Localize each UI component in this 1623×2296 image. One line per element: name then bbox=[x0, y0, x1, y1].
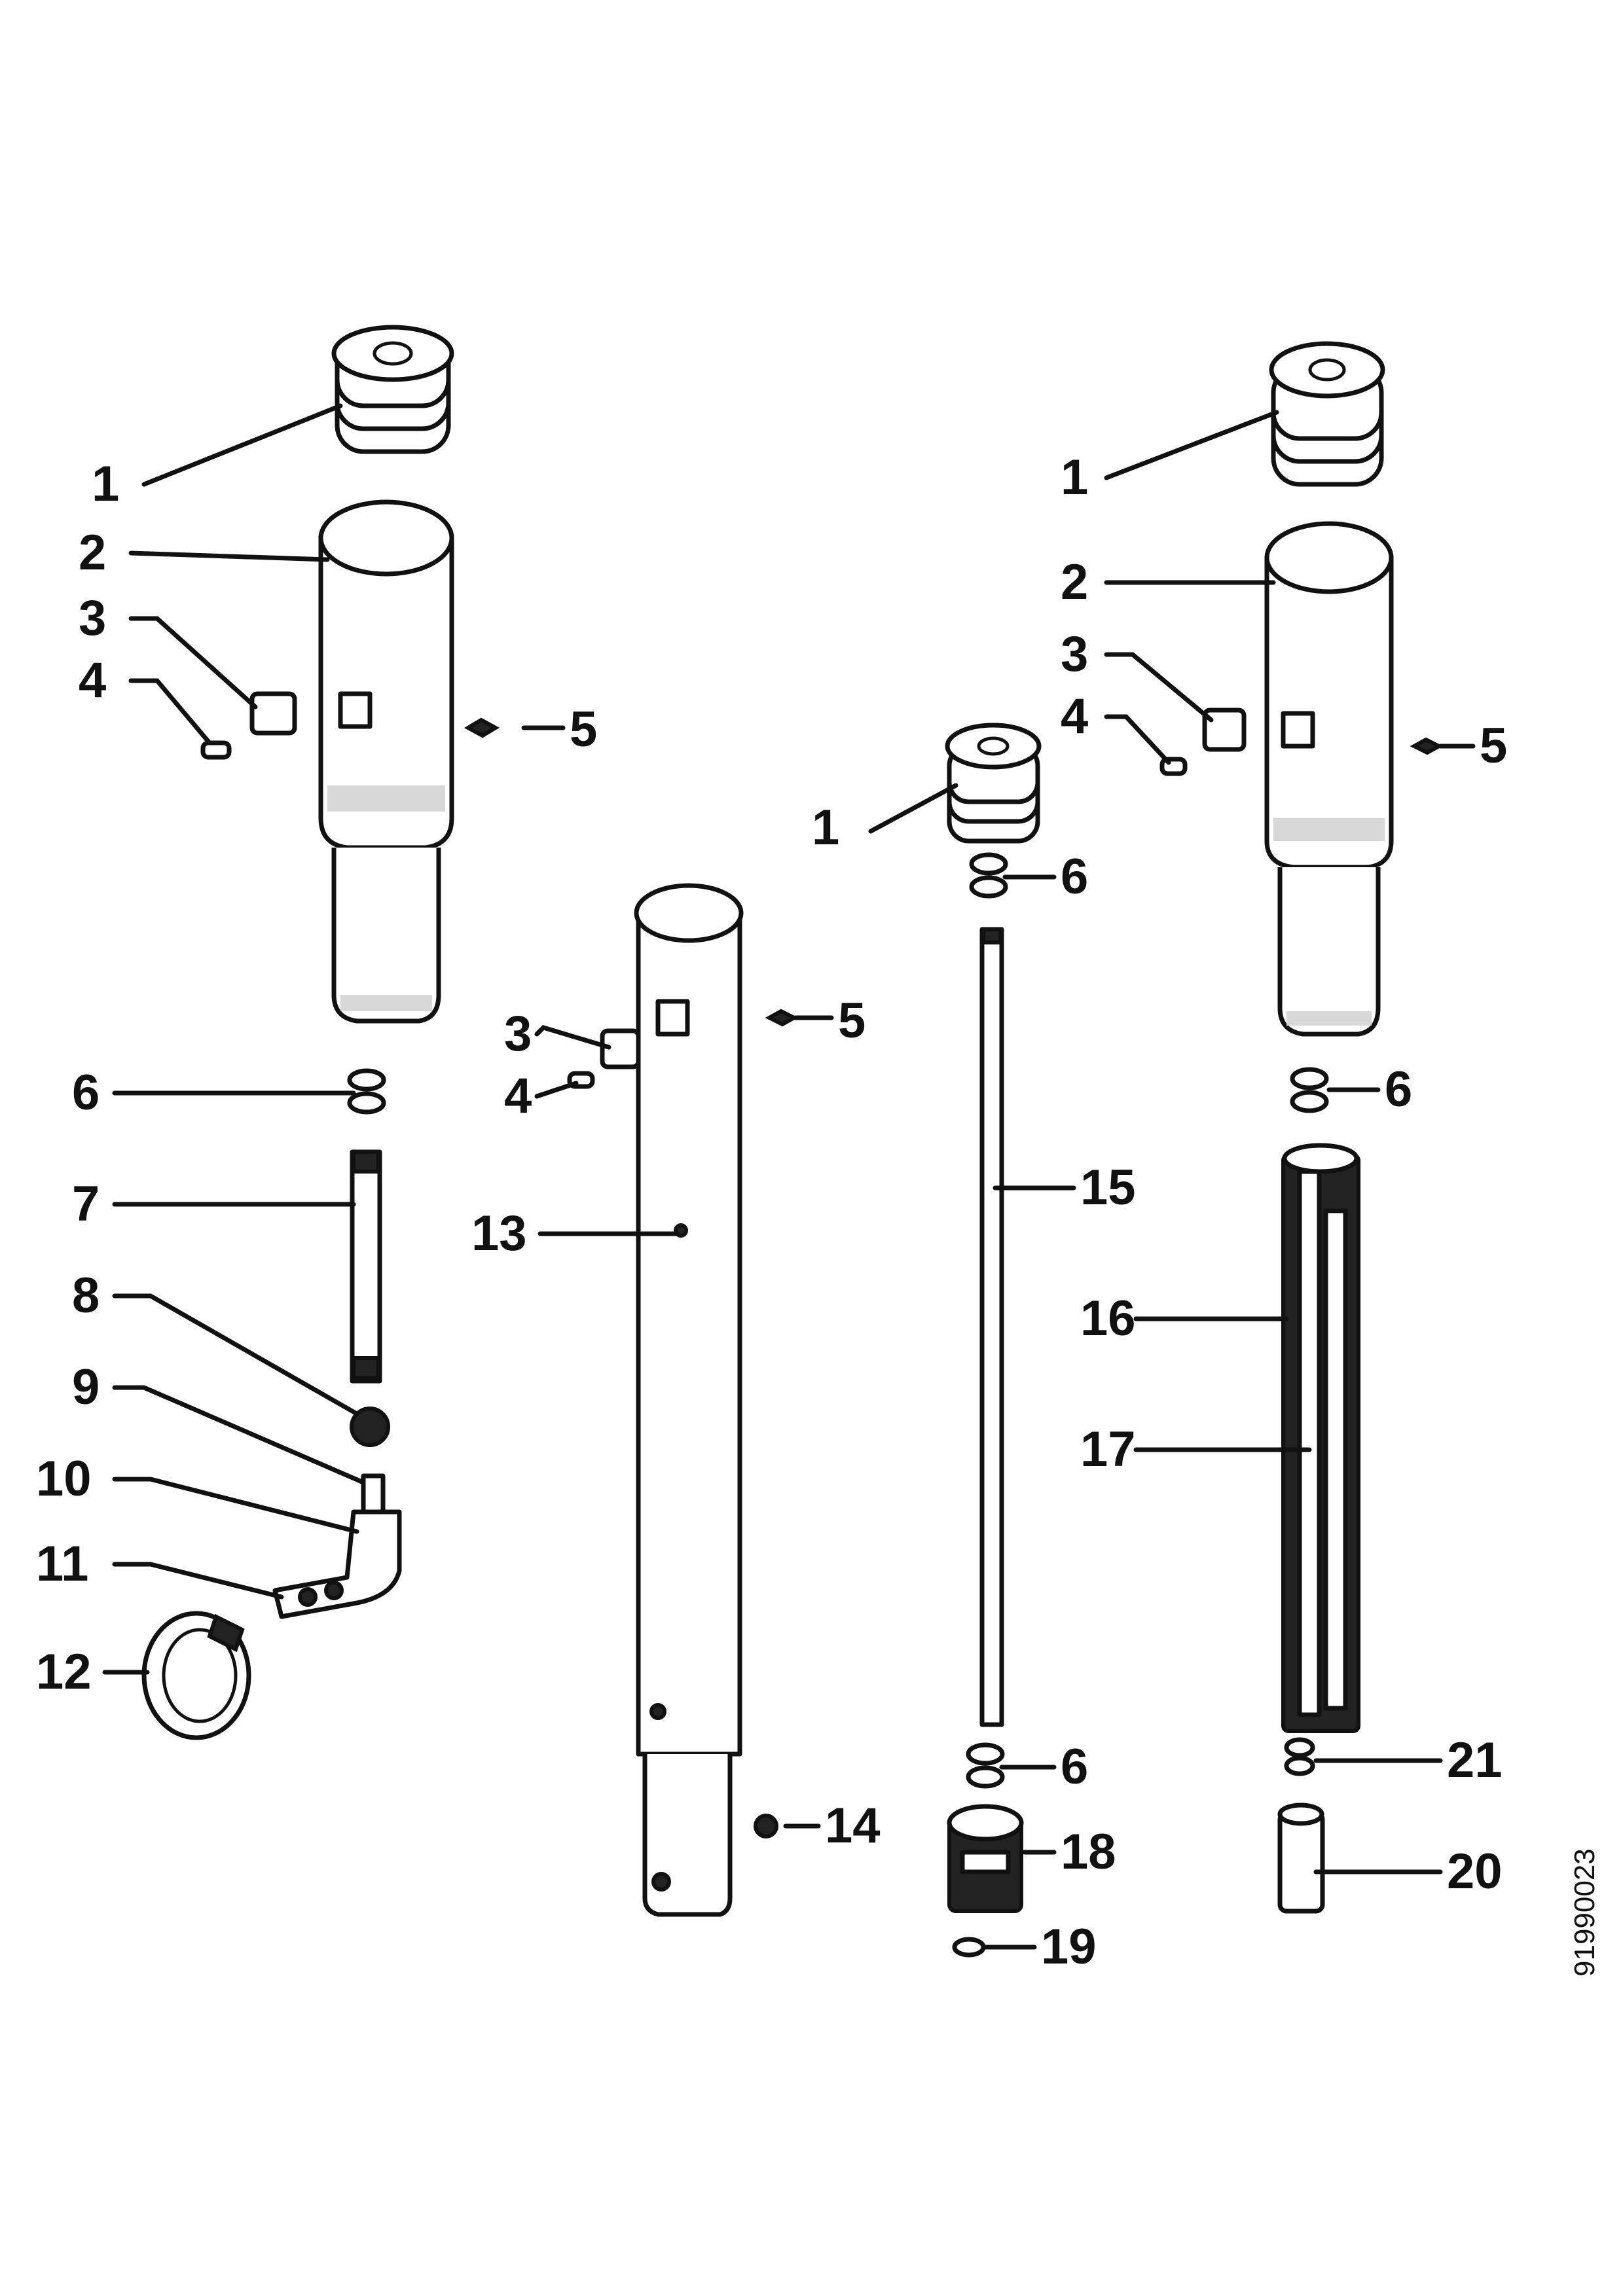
callout-1-center: 1 bbox=[812, 800, 839, 855]
part-3-clip-left bbox=[249, 691, 297, 736]
part-6-washer-right bbox=[1290, 1067, 1329, 1113]
part-8-ball bbox=[350, 1407, 390, 1447]
callout-21: 21 bbox=[1447, 1732, 1503, 1788]
callout-9: 9 bbox=[72, 1359, 100, 1415]
callout-13: 13 bbox=[471, 1206, 527, 1261]
part-1-bumper-right bbox=[1269, 341, 1385, 487]
part-14-ball bbox=[754, 1814, 778, 1839]
leader-lines bbox=[102, 403, 1476, 1950]
part-6-washer-center-bottom bbox=[966, 1742, 1005, 1789]
part-9-10-11-fitting bbox=[272, 1473, 402, 1619]
callout-6-left: 6 bbox=[72, 1065, 100, 1121]
callout-2-right: 2 bbox=[1061, 554, 1088, 610]
center-right-assembly bbox=[945, 723, 1042, 1958]
part-2-upper-tube-left bbox=[318, 499, 454, 1024]
callout-7: 7 bbox=[72, 1176, 100, 1232]
callout-16: 16 bbox=[1080, 1291, 1136, 1346]
callout-8: 8 bbox=[72, 1268, 100, 1323]
callout-19: 19 bbox=[1041, 1919, 1097, 1975]
callout-4-left: 4 bbox=[79, 653, 106, 708]
part-15-shaft bbox=[979, 927, 1004, 1727]
part-5-nut-center bbox=[765, 1009, 799, 1027]
callout-labels: 1 2 3 4 5 6 7 8 9 10 11 12 3 4 5 13 14 1… bbox=[36, 450, 1507, 1975]
part-12-clamp bbox=[141, 1611, 251, 1740]
part-3-clip-center bbox=[600, 1028, 641, 1069]
callout-6-center-bottom: 6 bbox=[1061, 1739, 1088, 1795]
part-1-bumper-left bbox=[331, 325, 454, 454]
callout-10: 10 bbox=[36, 1451, 92, 1507]
part-5-nut-left bbox=[464, 717, 500, 738]
part-16-17-cylinder bbox=[1281, 1143, 1360, 1733]
callout-1-left: 1 bbox=[92, 456, 119, 512]
callout-12: 12 bbox=[36, 1644, 92, 1700]
callout-17: 17 bbox=[1080, 1422, 1136, 1477]
callout-15: 15 bbox=[1080, 1160, 1136, 1215]
part-20-sleeve bbox=[1277, 1803, 1325, 1914]
callout-20: 20 bbox=[1447, 1844, 1503, 1899]
part-3-clip-right bbox=[1202, 708, 1247, 752]
center-assembly bbox=[567, 883, 799, 1917]
part-2-upper-tube-right bbox=[1264, 521, 1394, 1037]
left-assembly bbox=[141, 325, 500, 1740]
callout-11: 11 bbox=[36, 1536, 88, 1592]
callout-3-right: 3 bbox=[1061, 626, 1088, 682]
callout-6-center-top: 6 bbox=[1061, 849, 1088, 905]
callout-5-right: 5 bbox=[1480, 718, 1507, 774]
callout-1-right: 1 bbox=[1061, 450, 1088, 505]
part-19-seal bbox=[952, 1937, 986, 1958]
callout-14: 14 bbox=[825, 1798, 881, 1854]
callout-2-left: 2 bbox=[79, 525, 106, 581]
part-6-washer-center-top bbox=[969, 852, 1008, 899]
part-7-rod-left bbox=[350, 1149, 382, 1384]
callout-5-center: 5 bbox=[838, 993, 866, 1049]
figure-id: 91990023 bbox=[1569, 1848, 1601, 1977]
part-1-bumper-center bbox=[945, 723, 1042, 844]
right-assembly bbox=[1159, 341, 1444, 1914]
callout-3-left: 3 bbox=[79, 590, 106, 646]
part-21-seal-right bbox=[1284, 1737, 1315, 1776]
callout-4-center: 4 bbox=[504, 1068, 532, 1124]
callout-18: 18 bbox=[1061, 1824, 1116, 1880]
part-13-main-tube bbox=[634, 883, 744, 1917]
part-18-valve-block bbox=[947, 1804, 1024, 1913]
callout-6-right: 6 bbox=[1385, 1062, 1412, 1117]
callout-5-left: 5 bbox=[570, 702, 597, 757]
part-6-washer-left bbox=[347, 1068, 386, 1115]
callout-4-right: 4 bbox=[1061, 689, 1088, 744]
part-5-nut-right bbox=[1410, 737, 1444, 755]
callout-3-center: 3 bbox=[504, 1006, 532, 1062]
part-4-pin-left bbox=[200, 740, 232, 760]
